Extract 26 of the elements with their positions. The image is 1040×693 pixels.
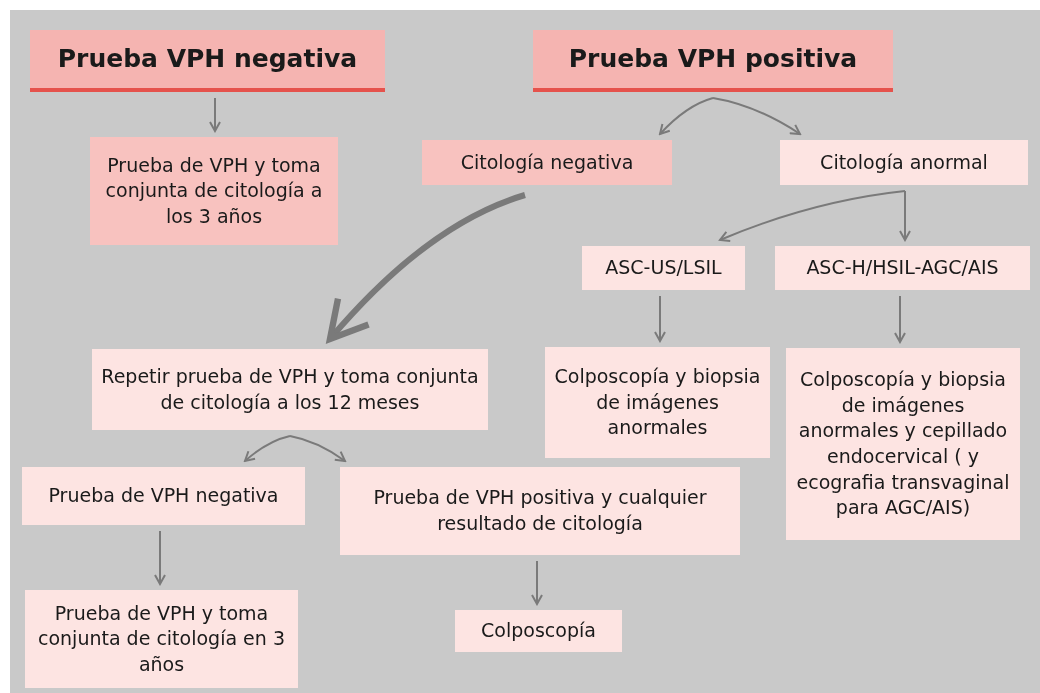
process-box: Citología anormal: [780, 140, 1028, 185]
heading-box: Prueba VPH positiva: [533, 30, 893, 92]
process-box: Citología negativa: [422, 140, 672, 185]
arrow: [154, 530, 166, 585]
process-box: ASC-US/LSIL: [582, 246, 745, 290]
heading-box: Prueba VPH negativa: [30, 30, 385, 92]
process-box: ASC-H/HSIL-AGC/AIS: [775, 246, 1030, 290]
arrow: [209, 97, 221, 132]
arrow: [659, 97, 714, 135]
arrow: [654, 295, 666, 342]
arrow: [531, 560, 543, 605]
process-box: Prueba de VPH y toma conjunta de citología a los 3 años: [90, 137, 338, 245]
process-box: Prueba de VPH positiva y cualquier resultado de citología: [340, 467, 740, 555]
arrow: [244, 435, 291, 462]
process-box: Colposcopía y biopsia de imágenes anormales y cepillado endocervical ( y ecografia transvaginal para AGC/AIS): [786, 348, 1020, 540]
arrow: [894, 295, 906, 343]
arrow: [289, 435, 346, 462]
process-box: Colposcopía y biopsia de imágenes anormales: [545, 347, 770, 458]
process-box: Prueba de VPH negativa: [22, 467, 305, 525]
process-box: Colposcopía: [455, 610, 622, 652]
process-box: Repetir prueba de VPH y toma conjunta de citología a los 12 meses: [92, 349, 488, 430]
arrow: [719, 190, 906, 243]
process-box: Prueba de VPH y toma conjunta de citología en 3 años: [25, 590, 298, 688]
arrow: [712, 97, 801, 135]
arrow: [899, 190, 911, 241]
arrow: [326, 192, 526, 343]
